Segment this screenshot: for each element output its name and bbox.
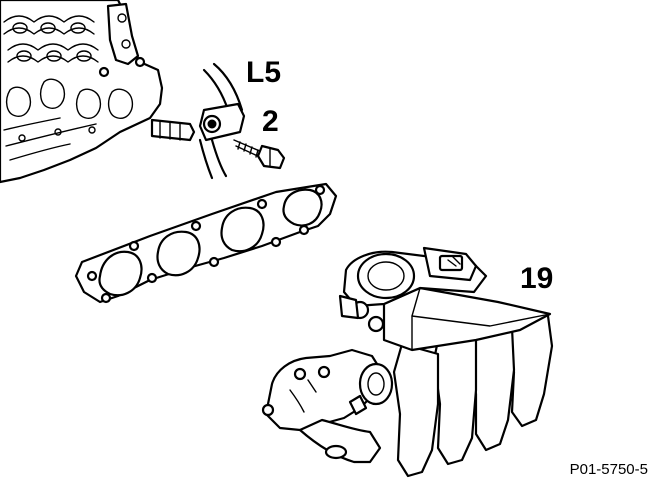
callout-bolt-2: 2: [262, 105, 279, 138]
callout-bracket-l5: L5: [246, 56, 282, 89]
callout-manifold-19: 19: [520, 262, 554, 295]
bracket-l5: [198, 62, 246, 180]
intake-manifold-19: [261, 246, 554, 478]
bolt-2: [233, 139, 286, 170]
figure-reference-number: P01-5750-5: [569, 461, 648, 478]
cylinder-head: [0, 0, 196, 184]
gasket: [74, 182, 338, 304]
